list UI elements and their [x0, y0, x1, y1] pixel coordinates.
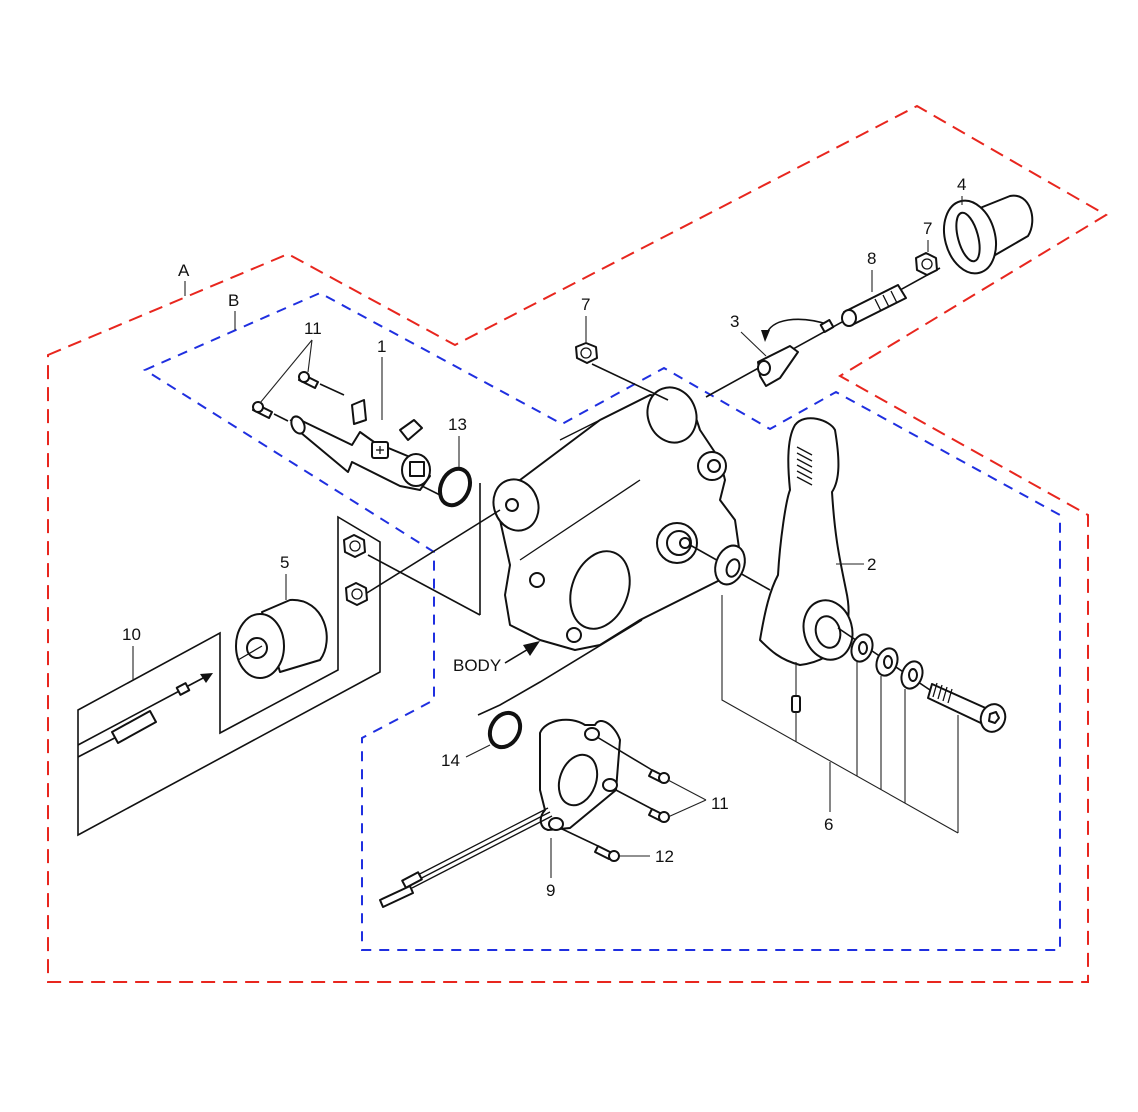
group-a-outline [47, 104, 1108, 983]
svg-text:3: 3 [730, 312, 739, 331]
svg-text:9: 9 [546, 881, 555, 900]
label-group-b: B [228, 291, 239, 330]
callout-11-upper: 11 [259, 319, 322, 404]
callout-4: 4 [957, 175, 966, 205]
part-7-nuts-left [343, 534, 368, 606]
svg-text:1: 1 [377, 337, 386, 356]
svg-text:10: 10 [122, 625, 141, 644]
callout-8: 8 [867, 249, 876, 292]
callout-6-bracket: 6 [721, 595, 959, 834]
part-4-knob [943, 194, 1034, 275]
part-13-o-ring [437, 466, 473, 508]
callout-12: 12 [620, 847, 674, 866]
part-11-screws-lower [596, 736, 670, 823]
part-7-nut-center [575, 342, 669, 401]
svg-text:11: 11 [711, 794, 729, 813]
callout-9: 9 [546, 838, 555, 900]
body-label: BODY [453, 641, 540, 675]
callout-1: 1 [377, 337, 386, 420]
part-body-housing [492, 386, 741, 651]
callout-14: 14 [441, 744, 491, 770]
svg-text:B: B [228, 291, 239, 310]
svg-text:13: 13 [448, 415, 467, 434]
svg-text:A: A [178, 261, 190, 280]
part-1-cylinder-assembly [289, 399, 441, 496]
callout-7-right: 7 [923, 219, 932, 252]
part-5-bushing [235, 598, 328, 679]
svg-text:BODY: BODY [453, 656, 501, 675]
part-12-screw [559, 827, 620, 862]
part-5-subframe [77, 483, 501, 837]
callout-11-lower: 11 [667, 779, 729, 818]
svg-text:4: 4 [957, 175, 966, 194]
part-8-sleeve [841, 284, 907, 327]
callout-7-center: 7 [581, 295, 590, 342]
label-group-a: A [178, 261, 190, 296]
callout-13: 13 [448, 415, 467, 467]
svg-text:5: 5 [280, 553, 289, 572]
callout-2: 2 [836, 555, 876, 574]
part-9-sensor-bracket [379, 619, 643, 908]
callout-5: 5 [280, 553, 289, 600]
callout-3: 3 [730, 312, 767, 357]
part-2-lever [759, 417, 854, 666]
svg-text:7: 7 [581, 295, 590, 314]
svg-text:7: 7 [923, 219, 932, 238]
svg-text:6: 6 [824, 815, 833, 834]
svg-text:11: 11 [304, 319, 322, 338]
part-3-clip [757, 318, 835, 387]
svg-text:12: 12 [655, 847, 674, 866]
part-10-cable [77, 673, 213, 758]
part-11-screws-upper [252, 371, 345, 422]
svg-text:2: 2 [867, 555, 876, 574]
callout-10: 10 [122, 625, 141, 680]
svg-text:14: 14 [441, 751, 460, 770]
part-7-nut-right [915, 252, 938, 276]
part-14-o-ring [487, 710, 523, 750]
svg-text:8: 8 [867, 249, 876, 268]
